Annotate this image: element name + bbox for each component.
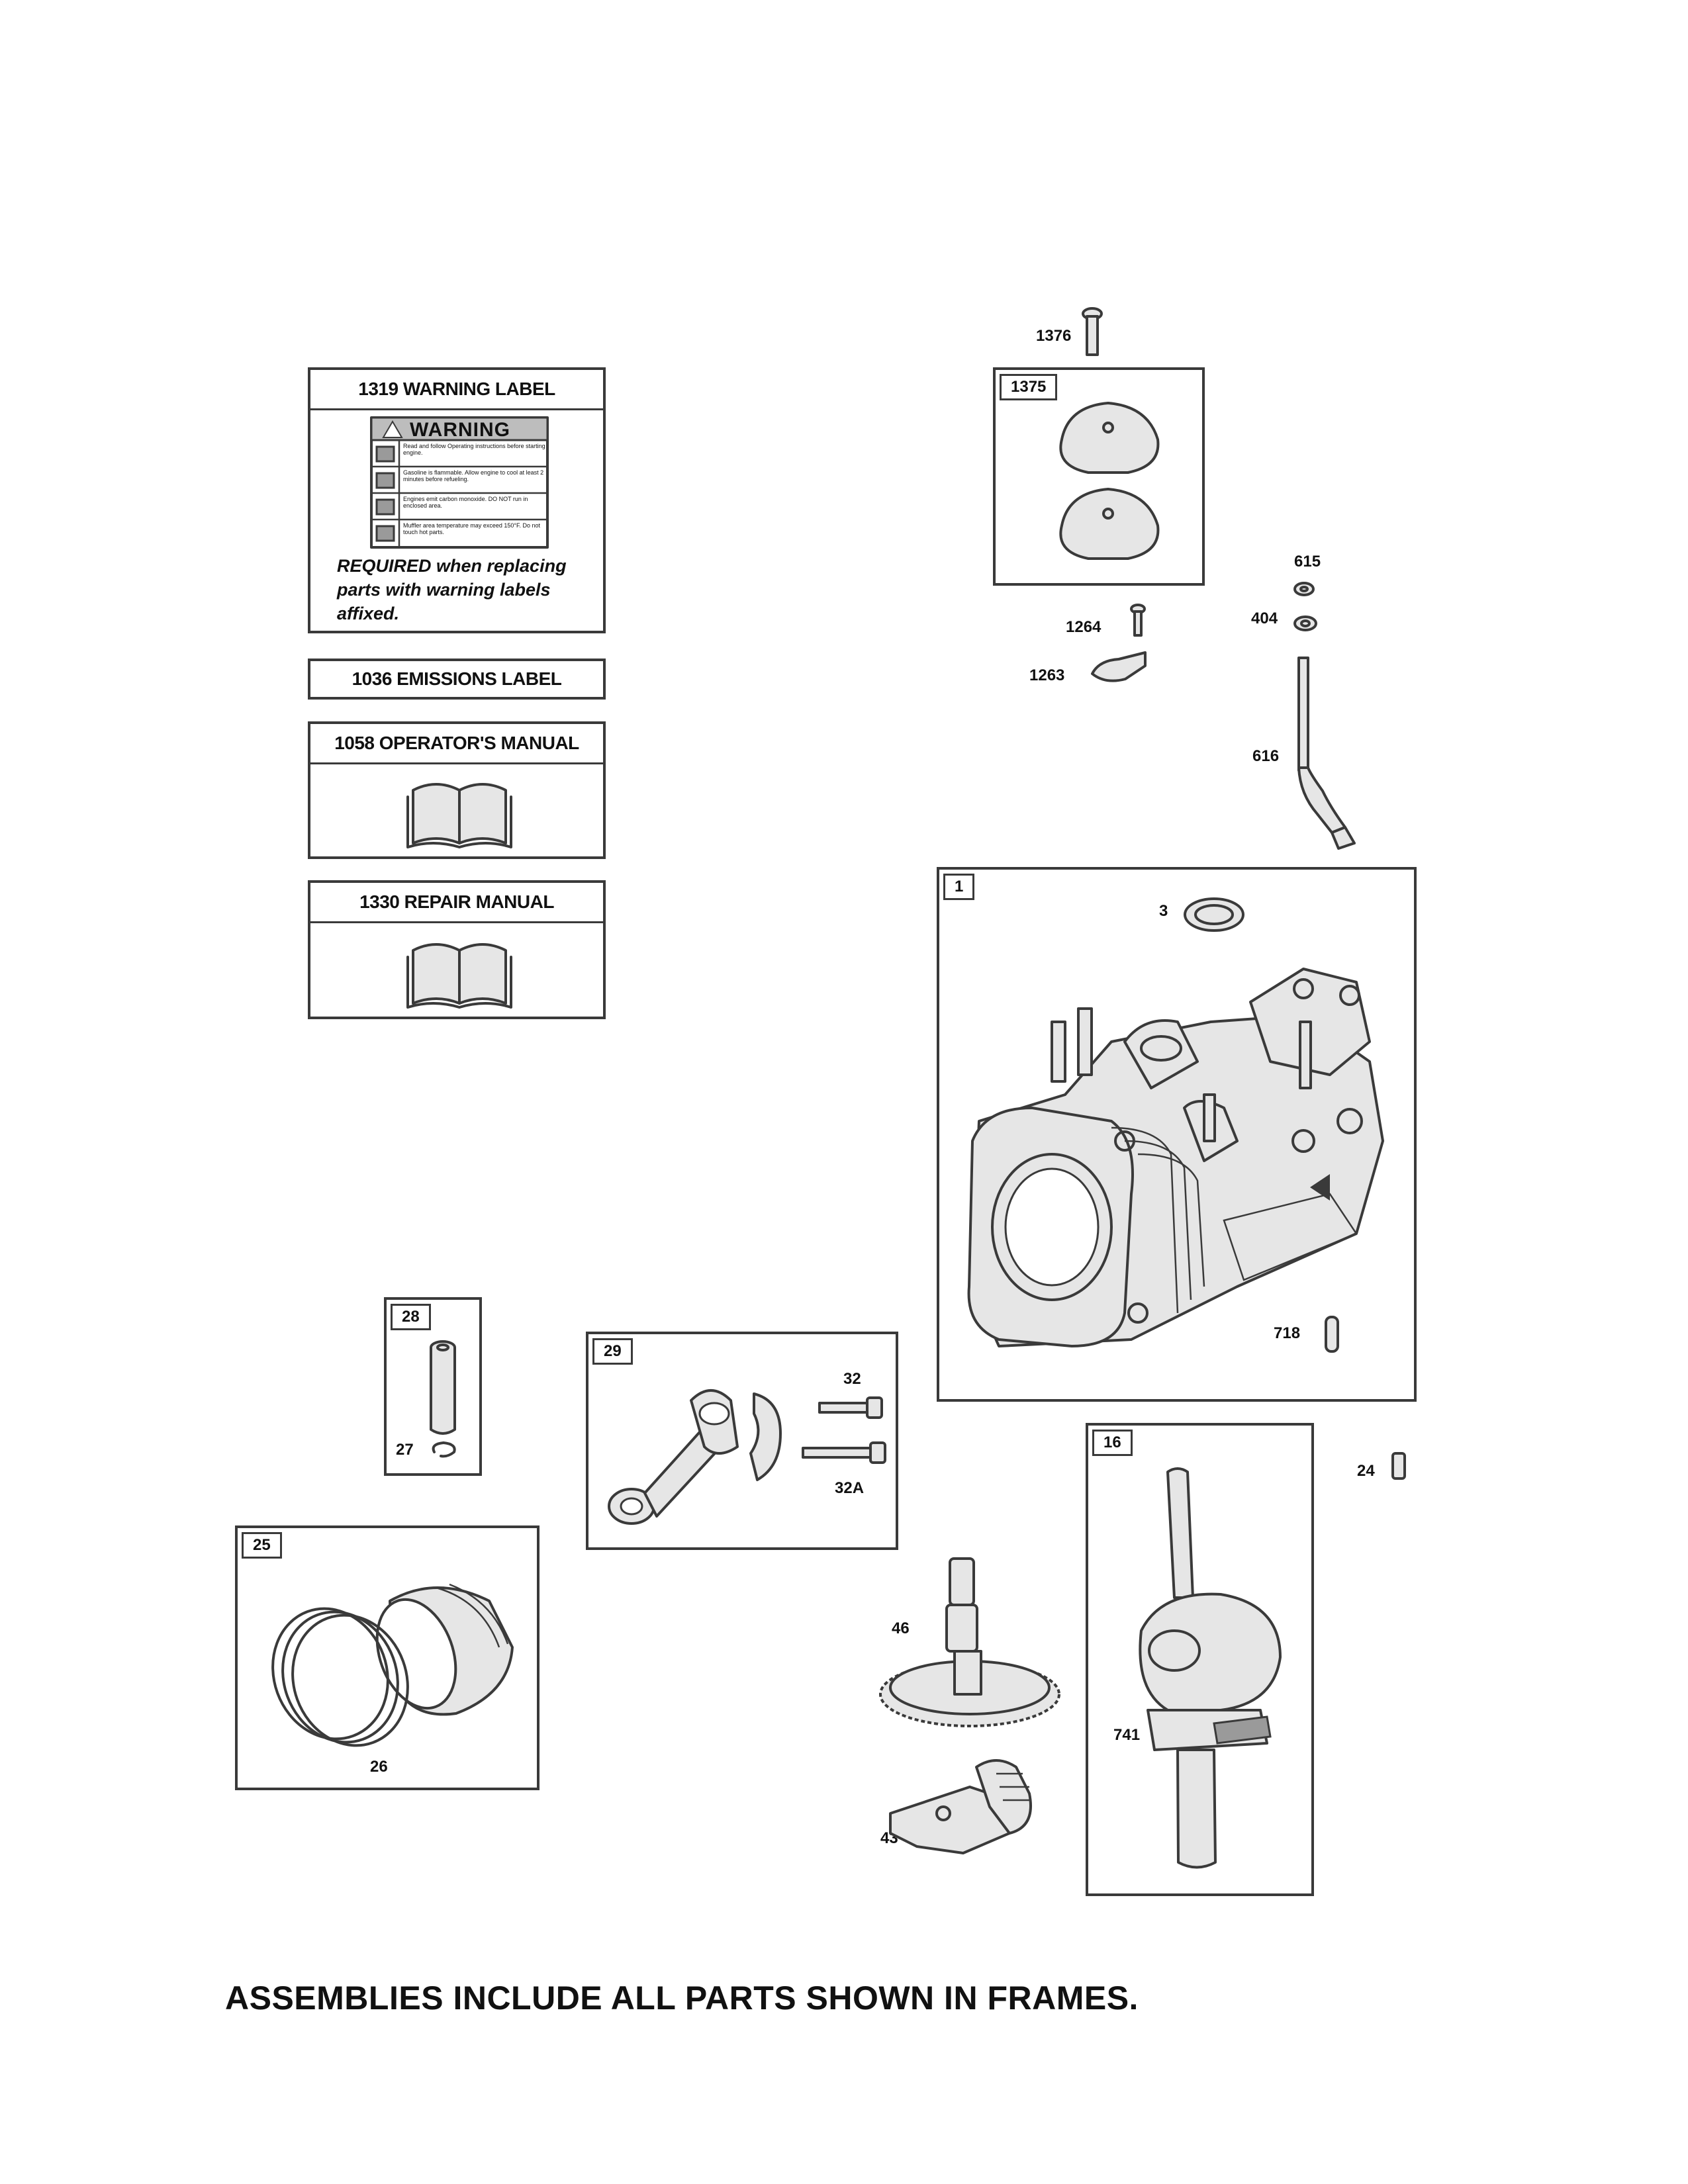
frame-tag-25: 25 — [242, 1532, 282, 1559]
rod-bolt-32-icon — [818, 1396, 883, 1419]
callout-1263: 1263 — [1029, 666, 1065, 684]
crankshaft-icon — [1139, 1467, 1282, 1869]
operators-manual-title: 1058 OPERATOR'S MANUAL — [310, 724, 603, 764]
callout-1376: 1376 — [1036, 327, 1072, 345]
connecting-rod-icon — [608, 1389, 782, 1525]
frame-tag-16: 16 — [1092, 1430, 1133, 1456]
callout-616: 616 — [1252, 747, 1280, 765]
key-24-icon — [1391, 1452, 1406, 1480]
warning-banner-text: WARNING — [410, 419, 510, 441]
piston-pin-icon — [430, 1340, 456, 1435]
emissions-label-box: 1036 EMISSIONS LABEL — [308, 659, 606, 700]
callout-1264: 1264 — [1066, 618, 1102, 636]
warning-line-1: Read and follow Operating instructions b… — [403, 443, 545, 456]
callout-3: 3 — [1159, 902, 1168, 920]
book-icon — [406, 783, 512, 848]
retainer-clip-27-icon — [432, 1441, 456, 1458]
crankcase-block-icon — [967, 968, 1384, 1347]
frame-tag-28: 28 — [391, 1304, 431, 1330]
bracket-1263-icon — [1091, 651, 1147, 682]
warning-sticker-graphic — [370, 416, 549, 549]
emissions-label-title: 1036 EMISSIONS LABEL — [352, 668, 562, 689]
washer-404-icon — [1293, 615, 1317, 631]
seal-3-icon — [1184, 897, 1244, 932]
warning-required-rest: when replacing parts with warning labels… — [337, 556, 567, 623]
callout-46: 46 — [892, 1619, 910, 1637]
washer-615-icon — [1293, 582, 1315, 596]
dipstick-616-icon — [1297, 657, 1356, 850]
frame-1375-cover-assembly: 1375 — [993, 367, 1205, 586]
warning-line-3: Engines emit carbon monoxide. DO NOT run… — [403, 496, 528, 509]
piston-and-rings-icon — [271, 1583, 514, 1747]
warning-required-bold: REQUIRED — [337, 556, 432, 576]
warning-line-4: Muffler area temperature may exceed 150°… — [403, 522, 541, 535]
frame-25-piston-assembly: 25 26 — [235, 1525, 539, 1790]
callout-404: 404 — [1251, 610, 1278, 627]
callout-718: 718 — [1274, 1324, 1301, 1342]
warning-label-title: 1319 WARNING LABEL — [310, 370, 603, 410]
callout-32: 32 — [843, 1370, 861, 1388]
frame-28-piston-pin-assembly: 28 27 — [384, 1297, 482, 1476]
frame-tag-1375: 1375 — [1000, 374, 1058, 400]
callout-32a: 32A — [835, 1479, 865, 1497]
frame-29-connecting-rod-assembly: 29 32 32A — [586, 1332, 898, 1550]
rod-bolt-32a-icon — [802, 1441, 886, 1464]
governor-43-icon — [889, 1759, 1032, 1854]
operators-manual-box: 1058 OPERATOR'S MANUAL — [308, 721, 606, 859]
bolt-1376-icon — [1082, 307, 1103, 356]
frame-tag-1: 1 — [943, 874, 975, 900]
repair-manual-box: 1330 REPAIR MANUAL — [308, 880, 606, 1019]
warning-line-2: Gasoline is flammable. Allow engine to c… — [403, 469, 544, 482]
frame-tag-29: 29 — [592, 1338, 633, 1365]
screw-1264-icon — [1130, 604, 1146, 637]
assemblies-footnote: ASSEMBLIES INCLUDE ALL PARTS SHOWN IN FR… — [225, 1979, 1139, 2017]
frame-1-crankcase-assembly: 1 3 718 — [937, 867, 1417, 1402]
callout-615: 615 — [1294, 553, 1321, 570]
callout-741: 741 — [1113, 1726, 1141, 1744]
callout-24: 24 — [1357, 1462, 1375, 1480]
warning-label-box: 1319 WARNING LABEL WARNING Read and foll… — [308, 367, 606, 633]
callout-26: 26 — [370, 1758, 388, 1776]
callout-27: 27 — [396, 1441, 414, 1459]
warning-required-note: REQUIRED when replacing parts with warni… — [337, 554, 588, 625]
book-icon — [406, 943, 512, 1009]
cover-plates-icon — [1059, 402, 1160, 560]
repair-manual-title: 1330 REPAIR MANUAL — [310, 883, 603, 923]
frame-16-crankshaft-assembly: 16 741 — [1086, 1423, 1314, 1896]
camshaft-gear-46-icon — [879, 1557, 1060, 1727]
dowel-pin-718-icon — [1325, 1316, 1339, 1353]
